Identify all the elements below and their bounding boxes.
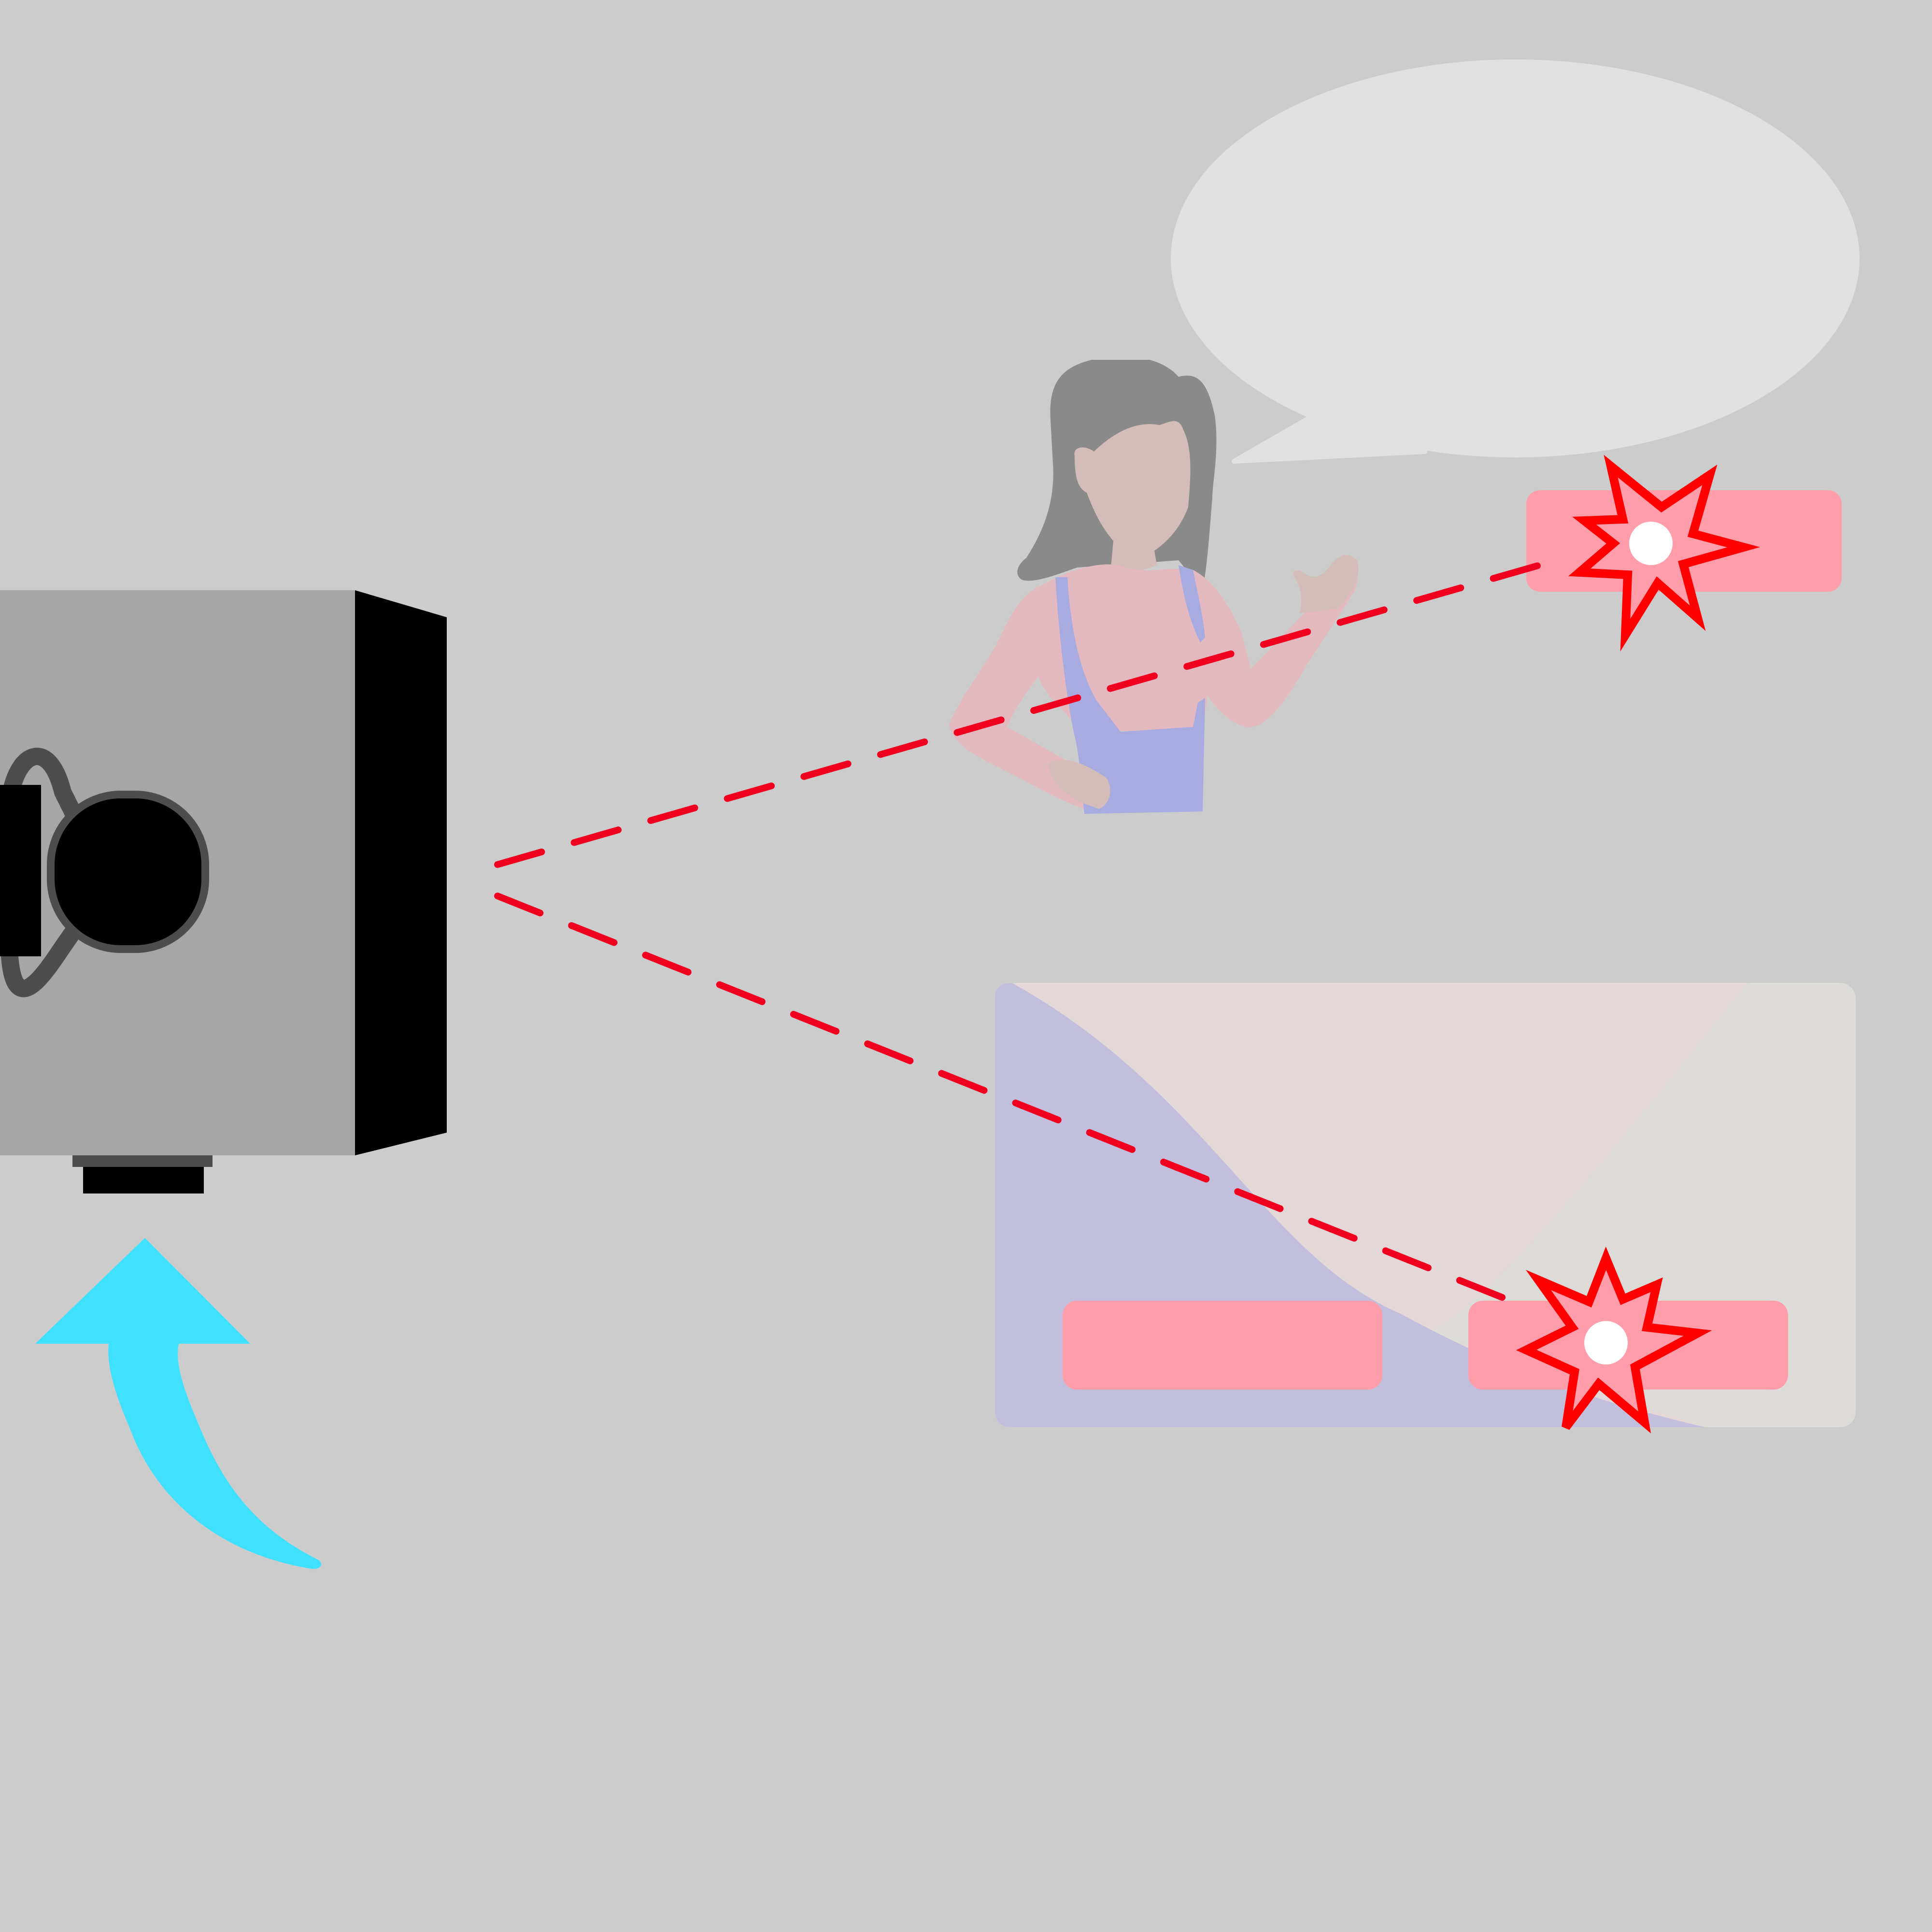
person-lower-hand xyxy=(1048,760,1110,809)
impact-marker-top xyxy=(1568,455,1761,652)
person-overalls xyxy=(1055,577,1205,814)
camera-mount-plate xyxy=(72,1155,213,1167)
person-illustration xyxy=(949,360,1359,814)
speech-bubble-body xyxy=(1171,59,1860,457)
curved-arrow-up-icon xyxy=(35,1238,321,1569)
impact-marker-bottom xyxy=(1516,1246,1712,1434)
dialog-panel xyxy=(995,983,1856,1427)
laser-beams xyxy=(494,554,1568,1312)
camera-front-face xyxy=(355,590,447,1155)
person-raised-hand xyxy=(1293,555,1359,613)
camera-mount-base xyxy=(83,1167,204,1193)
impact-center-dot xyxy=(1584,1321,1628,1364)
person-face xyxy=(1074,421,1191,572)
camera-side-grip xyxy=(0,785,41,956)
person-shirt xyxy=(949,564,1358,809)
speech-bubble xyxy=(1171,59,1860,464)
camera-icon xyxy=(0,590,447,1193)
laser-beam-upper xyxy=(494,554,1568,868)
speech-bubble-tail xyxy=(1232,413,1427,464)
person-overall-strap xyxy=(1179,565,1205,642)
dialog-left-button[interactable] xyxy=(1063,1301,1382,1390)
impact-center-dot xyxy=(1629,522,1673,565)
laser-beam-lower xyxy=(494,893,1534,1312)
camera-lens xyxy=(47,791,209,953)
